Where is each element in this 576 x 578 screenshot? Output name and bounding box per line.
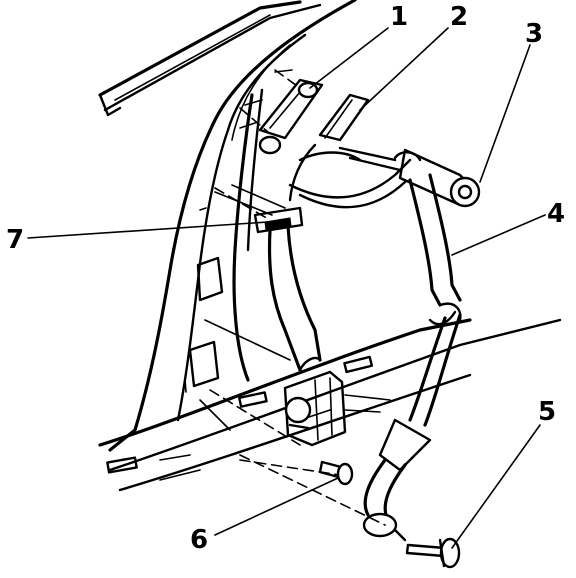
- lower-trim: [267, 223, 322, 372]
- callout-6: 6: [190, 525, 208, 555]
- height-adjuster: [239, 69, 324, 155]
- callout-3: 3: [525, 19, 543, 49]
- shoulder-belt: [362, 173, 462, 542]
- retractor-upper: [393, 148, 481, 208]
- callout-2: 2: [450, 2, 468, 32]
- alignment-lines: [209, 69, 386, 526]
- callout-5: 5: [538, 397, 556, 427]
- bolt-lower-anchor: [405, 537, 461, 569]
- lower-retractor: [204, 319, 391, 447]
- shoulder-webbing: [288, 143, 412, 209]
- roof-rail: [98, 0, 322, 117]
- callout-4: 4: [547, 199, 565, 229]
- belt-guide: [214, 184, 304, 234]
- callout-7: 7: [6, 225, 24, 255]
- b-pillar: [108, 0, 357, 452]
- callout-1: 1: [390, 2, 408, 32]
- floor-panel: [98, 318, 562, 492]
- bolt-lower-retractor: [318, 460, 354, 486]
- leader-lines: [27, 27, 546, 549]
